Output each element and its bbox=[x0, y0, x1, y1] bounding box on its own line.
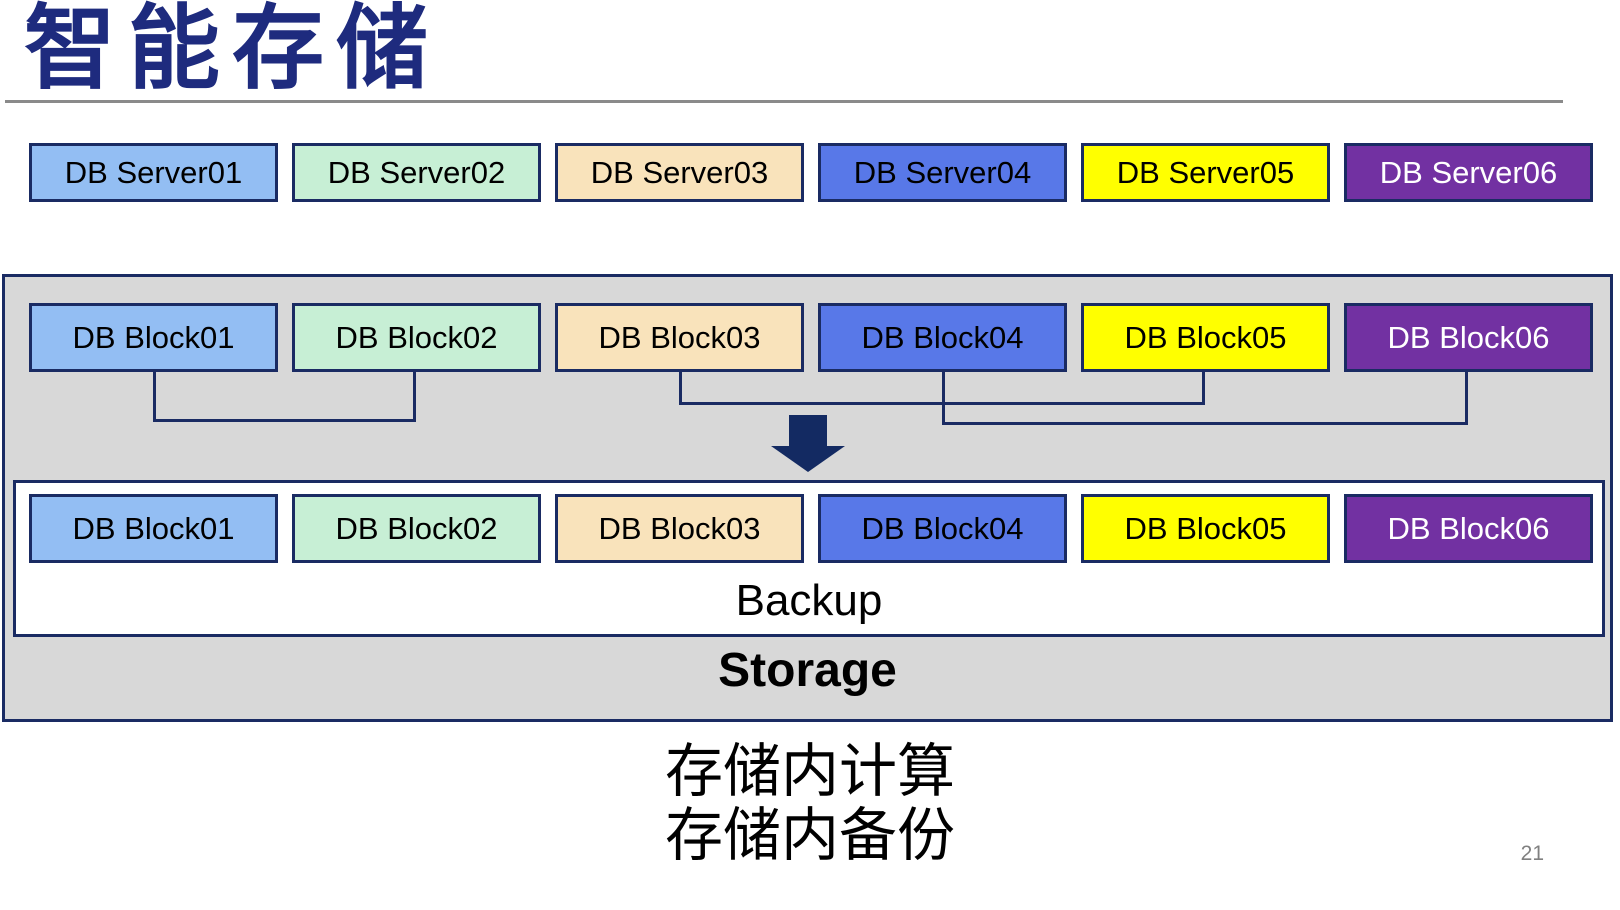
title-underline bbox=[5, 100, 1563, 103]
page-title: 智能存储 bbox=[24, 0, 441, 100]
backup-box: DB Block01 DB Block02 DB Block03 DB Bloc… bbox=[13, 480, 1605, 637]
box-db-server02: DB Server02 bbox=[292, 143, 541, 202]
box-db-block01-bottom: DB Block01 bbox=[29, 494, 278, 563]
notes: 存储内计算 存储内备份 bbox=[0, 740, 1620, 868]
note-line-2: 存储内备份 bbox=[664, 803, 955, 868]
down-arrow-head bbox=[771, 446, 845, 472]
box-db-block02-top: DB Block02 bbox=[292, 303, 541, 372]
page-number: 21 bbox=[1520, 842, 1544, 865]
box-db-server06: DB Server06 bbox=[1344, 143, 1593, 202]
box-db-server01: DB Server01 bbox=[29, 143, 278, 202]
box-db-block05-bottom: DB Block05 bbox=[1081, 494, 1330, 563]
box-db-server03: DB Server03 bbox=[555, 143, 804, 202]
box-db-block01-top: DB Block01 bbox=[29, 303, 278, 372]
box-db-block06-bottom: DB Block06 bbox=[1344, 494, 1593, 563]
box-db-block03-top: DB Block03 bbox=[555, 303, 804, 372]
box-db-block06-top: DB Block06 bbox=[1344, 303, 1593, 372]
down-arrow-shaft bbox=[789, 415, 827, 447]
connector-block01-block02 bbox=[153, 372, 416, 422]
box-db-block02-bottom: DB Block02 bbox=[292, 494, 541, 563]
note-line-1: 存储内计算 bbox=[664, 739, 955, 804]
storage-label: Storage bbox=[718, 644, 897, 697]
box-db-block05-top: DB Block05 bbox=[1081, 303, 1330, 372]
storage-container: DB Block01 DB Block02 DB Block03 DB Bloc… bbox=[2, 274, 1613, 722]
box-db-server04: DB Server04 bbox=[818, 143, 1067, 202]
backup-label: Backup bbox=[735, 576, 883, 625]
box-db-block03-bottom: DB Block03 bbox=[555, 494, 804, 563]
box-db-block04-bottom: DB Block04 bbox=[818, 494, 1067, 563]
box-db-block04-top: DB Block04 bbox=[818, 303, 1067, 372]
connector-block04-block06 bbox=[942, 372, 1468, 425]
box-db-server05: DB Server05 bbox=[1081, 143, 1330, 202]
